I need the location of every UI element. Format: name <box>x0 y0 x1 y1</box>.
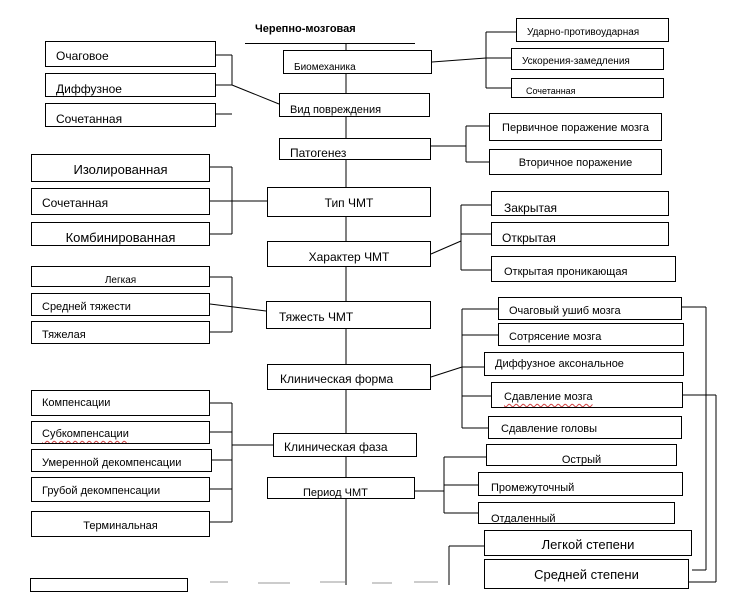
node-mild-label: Легкая <box>104 275 137 286</box>
node-tbi-severity: Тяжесть ЧМТ <box>266 301 431 329</box>
node-moderate-decompensation-label: Умеренной декомпенсации <box>42 457 182 469</box>
node-diffuse: Диффузное <box>45 73 216 97</box>
node-closed-label: Закрытая <box>504 201 558 215</box>
node-remote-label: Отдаленный <box>491 513 556 524</box>
node-tbi-type-label: Тип ЧМТ <box>324 196 374 210</box>
node-mild-degree-label: Легкой степени <box>541 537 635 552</box>
node-pathogenesis-label: Патогенез <box>290 146 347 160</box>
node-moderate-degree-label: Средней степени <box>534 567 639 582</box>
node-combined-mech: Сочетанная <box>511 78 664 98</box>
node-tbi-type: Тип ЧМТ <box>267 187 431 217</box>
node-open-penetrating: Открытая проникающая <box>491 256 676 282</box>
node-shock-countershock: Ударно-противоударная <box>516 18 669 42</box>
node-tbi-character-label: Характер ЧМТ <box>308 250 390 264</box>
node-combination: Комбинированная <box>31 222 210 246</box>
node-pathogenesis: Патогенез <box>279 138 431 160</box>
node-combined-type-label: Сочетанная <box>42 196 109 210</box>
node-combined-mech-label: Сочетанная <box>526 86 576 96</box>
node-moderate-label: Средней тяжести <box>42 301 131 313</box>
node-damage-type-label: Вид повреждения <box>290 104 382 116</box>
node-combined-type: Сочетанная <box>31 188 210 215</box>
root-title: Черепно-мозговая <box>245 18 415 44</box>
node-subcompensation-label: Субкомпенсации <box>42 428 129 440</box>
node-tbi-period: Период ЧМТ <box>267 477 415 499</box>
node-mild: Легкая <box>31 266 210 287</box>
node-acute: Острый <box>486 444 677 466</box>
node-terminal-label: Терминальная <box>83 520 158 532</box>
node-subcompensation: Субкомпенсации <box>31 421 210 444</box>
node-combined-damage-label: Сочетанная <box>56 112 123 126</box>
node-focal-contusion: Очаговый ушиб мозга <box>498 297 682 320</box>
node-remote: Отдаленный <box>478 502 675 524</box>
node-compensation-label: Компенсации <box>42 397 111 409</box>
node-head-compression-label: Сдавление головы <box>501 423 598 435</box>
node-tbi-period-label: Период ЧМТ <box>303 487 368 499</box>
node-open-penetrating-label: Открытая проникающая <box>504 266 628 278</box>
node-brain-compression-label: Сдавление мозга <box>504 391 593 403</box>
node-brain-compression: Сдавление мозга <box>491 382 683 408</box>
node-severe-label: Тяжелая <box>42 329 86 341</box>
node-secondary-lesion-label: Вторичное поражение <box>518 157 633 169</box>
node-shock-countershock-label: Ударно-противоударная <box>527 27 640 38</box>
node-secondary-lesion: Вторичное поражение <box>489 149 662 175</box>
node-focal: Очаговое <box>45 41 216 67</box>
node-isolated: Изолированная <box>31 154 210 182</box>
node-biomechanics: Биомеханика <box>283 50 432 74</box>
node-combined-damage: Сочетанная <box>45 103 216 127</box>
node-severe: Тяжелая <box>31 321 210 344</box>
node-primary-lesion-label: Первичное поражение мозга <box>502 122 649 134</box>
node-concussion-label: Сотрясение мозга <box>509 331 602 343</box>
node-intermediate: Промежуточный <box>478 472 683 496</box>
node-clinical-form-label: Клиническая форма <box>280 372 394 386</box>
node-acute-label: Острый <box>561 454 602 466</box>
node-acceleration-label: Ускорения-замедления <box>522 56 630 67</box>
node-isolated-label: Изолированная <box>73 162 168 177</box>
node-diffuse-axonal-label: Диффузное аксональное <box>495 358 624 370</box>
node-mild-degree: Легкой степени <box>484 530 692 556</box>
node-moderate: Средней тяжести <box>31 293 210 316</box>
node-intermediate-label: Промежуточный <box>491 482 575 494</box>
node-focal-contusion-label: Очаговый ушиб мозга <box>509 305 621 317</box>
node-gross-decompensation: Грубой декомпенсации <box>31 477 210 502</box>
node-compensation: Компенсации <box>31 390 210 416</box>
node-focal-label: Очаговое <box>56 49 109 63</box>
node-open: Открытая <box>491 222 669 246</box>
node-clinical-phase: Клиническая фаза <box>273 433 417 457</box>
node-damage-type: Вид повреждения <box>279 93 430 117</box>
node-biomechanics-label: Биомеханика <box>294 62 356 73</box>
node-combination-label: Комбинированная <box>65 230 176 245</box>
node-primary-lesion: Первичное поражение мозга <box>489 113 662 141</box>
node-tbi-character: Характер ЧМТ <box>267 241 431 267</box>
node-head-compression: Сдавление головы <box>488 416 682 439</box>
node-diffuse-axonal: Диффузное аксональное <box>484 352 684 376</box>
node-diffuse-label: Диффузное <box>56 82 122 96</box>
node-clinical-form: Клиническая форма <box>267 364 431 390</box>
node-open-label: Открытая <box>502 231 556 245</box>
node-concussion: Сотрясение мозга <box>498 323 684 346</box>
node-clinical-phase-label: Клиническая фаза <box>284 440 388 454</box>
node-acceleration: Ускорения-замедления <box>511 48 664 70</box>
node-terminal: Терминальная <box>31 511 210 537</box>
node-gross-decompensation-label: Грубой декомпенсации <box>42 485 161 497</box>
node-moderate-decompensation: Умеренной декомпенсации <box>31 449 212 472</box>
root-title-label: Черепно-мозговая <box>255 23 356 35</box>
node-tbi-severity-label: Тяжесть ЧМТ <box>279 310 354 324</box>
node-closed: Закрытая <box>491 191 669 216</box>
node-cut-off-bottom-left <box>30 578 188 592</box>
